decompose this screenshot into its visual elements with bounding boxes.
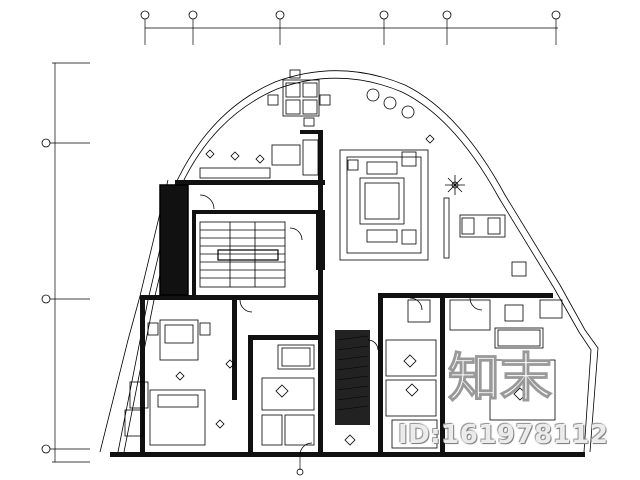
compass-star-icon <box>445 175 465 195</box>
bedroom-right <box>489 299 563 421</box>
bathroom-center <box>261 344 315 446</box>
axis-bubble-icon <box>41 294 90 304</box>
axis-bubble-icon <box>41 444 90 454</box>
staircase <box>199 221 286 288</box>
axis-bubble-icon <box>41 138 90 148</box>
structural-walls <box>110 130 585 457</box>
living-rug <box>339 149 429 261</box>
axis-bubble-icon <box>442 10 452 45</box>
axis-bubble-icon <box>140 10 150 45</box>
kitchen-counter <box>199 139 319 179</box>
axis-bubble-icon <box>188 10 198 45</box>
bedroom-left <box>124 319 211 446</box>
bottom-axis-marker <box>296 457 304 476</box>
top-dimension-chain <box>140 10 561 45</box>
left-dimension-chain <box>41 62 90 463</box>
ceiling-light-fixtures <box>175 134 527 446</box>
axis-bubble-icon <box>551 10 561 45</box>
door-swings <box>199 194 483 456</box>
axis-bubble-icon <box>275 10 285 45</box>
dining-table <box>267 69 331 127</box>
round-stools <box>366 88 415 119</box>
lounge-right <box>443 197 527 277</box>
axis-bubble-icon <box>379 10 389 45</box>
service-shaft <box>335 330 370 425</box>
bathroom-right <box>385 299 491 449</box>
curved-facade <box>99 70 599 453</box>
